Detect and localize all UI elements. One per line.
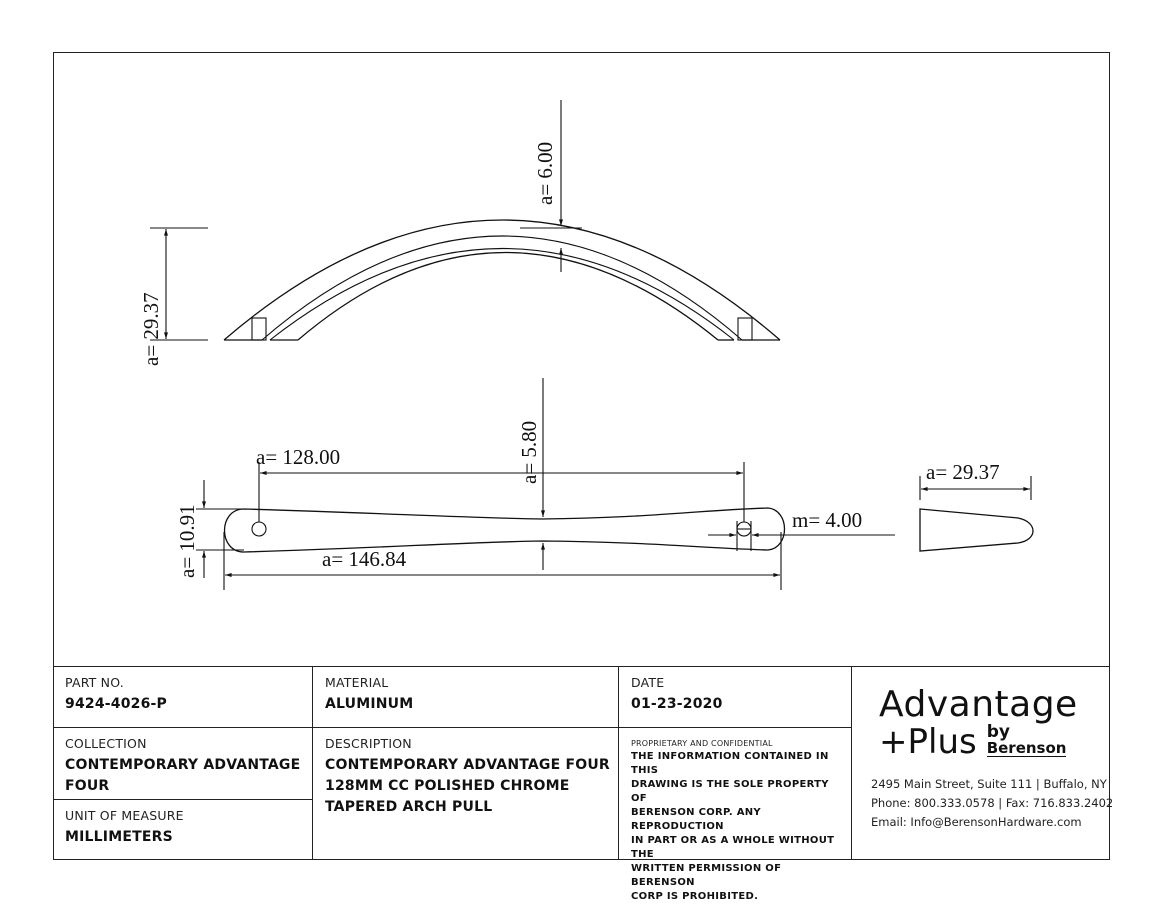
logo-plus: +Plus	[879, 722, 977, 762]
dim-screw-label: m= 4.00	[792, 508, 862, 532]
divider	[618, 666, 619, 860]
part-no-label: PART NO.	[65, 675, 124, 690]
date-value: 01-23-2020	[631, 696, 723, 712]
confidential-line: BERENSON CORP. ANY REPRODUCTION	[631, 807, 761, 832]
collection-value-line1: CONTEMPORARY ADVANTAGE	[65, 757, 301, 773]
dim-top-thickness-label: a= 6.00	[533, 142, 557, 205]
unit-of-measure-label: UNIT OF MEASURE	[65, 808, 184, 823]
dim-end-height-label: a= 10.91	[175, 504, 199, 578]
title-block: PART NO. 9424-4026-P MATERIAL ALUMINUM D…	[53, 666, 1113, 902]
divider	[53, 799, 312, 800]
divider	[53, 727, 851, 728]
dim-overall-length: a= 146.84	[223, 532, 782, 590]
confidential-notice: PROPRIETARY AND CONFIDENTIAL THE INFORMA…	[631, 739, 846, 904]
unit-of-measure-value: MILLIMETERS	[65, 829, 173, 845]
logo-by: by	[986, 722, 1010, 742]
company-contact: 2495 Main Street, Suite 111 | Buffalo, N…	[871, 776, 1113, 830]
company-address: 2495 Main Street, Suite 111 | Buffalo, N…	[871, 777, 1107, 791]
company-phone-fax: Phone: 800.333.0578 | Fax: 716.833.2402	[871, 796, 1114, 810]
technical-drawing: a= 6.00 a= 29.37 a= 128.00 a= 5.80	[139, 100, 1034, 590]
confidential-line: THE INFORMATION CONTAINED IN THIS	[631, 751, 829, 776]
end-view: a= 29.37	[919, 460, 1034, 552]
front-view-pull	[223, 507, 786, 553]
description-cell: DESCRIPTION CONTEMPORARY ADVANTAGE FOUR …	[325, 736, 610, 818]
confidential-line: WRITTEN PERMISSION OF BERENSON	[631, 863, 782, 888]
company-logo: Advantage +Plus by Berenson	[879, 684, 1104, 762]
side-view-arch	[223, 219, 781, 341]
dim-center-to-center: a= 128.00	[256, 445, 745, 522]
material-label: MATERIAL	[325, 675, 389, 690]
material-cell: MATERIAL ALUMINUM	[325, 675, 413, 715]
dim-end-view-width-label: a= 29.37	[926, 460, 1000, 484]
confidential-line: CORP IS PROHIBITED.	[631, 891, 759, 902]
dim-center-to-center-label: a= 128.00	[256, 445, 340, 469]
description-line1: CONTEMPORARY ADVANTAGE FOUR	[325, 757, 610, 773]
collection-cell: COLLECTION CONTEMPORARY ADVANTAGE FOUR	[65, 736, 300, 797]
dim-side-height: a= 29.37	[139, 227, 208, 366]
dim-front-thickness: a= 5.80	[517, 378, 545, 570]
part-no-value: 9424-4026-P	[65, 696, 168, 712]
divider	[312, 666, 313, 860]
date-label: DATE	[631, 675, 665, 690]
description-label: DESCRIPTION	[325, 736, 412, 751]
dim-end-height: a= 10.91	[175, 480, 244, 578]
dim-top-thickness: a= 6.00	[520, 100, 582, 272]
dim-screw: m= 4.00	[708, 508, 895, 537]
company-email: Email: Info@BerensonHardware.com	[871, 815, 1082, 829]
logo-advantage: Advantage	[879, 684, 1078, 725]
dim-overall-length-label: a= 146.84	[322, 547, 407, 571]
dim-side-height-label: a= 29.37	[139, 292, 163, 366]
dim-front-thickness-label: a= 5.80	[517, 421, 541, 484]
logo-berenson: Berenson	[986, 739, 1067, 757]
part-no-cell: PART NO. 9424-4026-P	[65, 675, 167, 715]
confidential-line: DRAWING IS THE SOLE PROPERTY OF	[631, 779, 829, 804]
confidential-line: IN PART OR AS A WHOLE WITHOUT THE	[631, 835, 835, 860]
description-line2: 128MM CC POLISHED CHROME	[325, 778, 570, 794]
drawing-sheet-border	[53, 52, 1110, 860]
description-line3: TAPERED ARCH PULL	[325, 799, 493, 815]
collection-label: COLLECTION	[65, 736, 147, 751]
date-cell: DATE 01-23-2020	[631, 675, 723, 715]
title-block-top-border	[53, 666, 1110, 667]
material-value: ALUMINUM	[325, 696, 414, 712]
divider	[851, 666, 852, 860]
collection-value-line2: FOUR	[65, 778, 110, 794]
unit-of-measure-cell: UNIT OF MEASURE MILLIMETERS	[65, 808, 184, 848]
confidential-heading: PROPRIETARY AND CONFIDENTIAL	[631, 739, 773, 748]
